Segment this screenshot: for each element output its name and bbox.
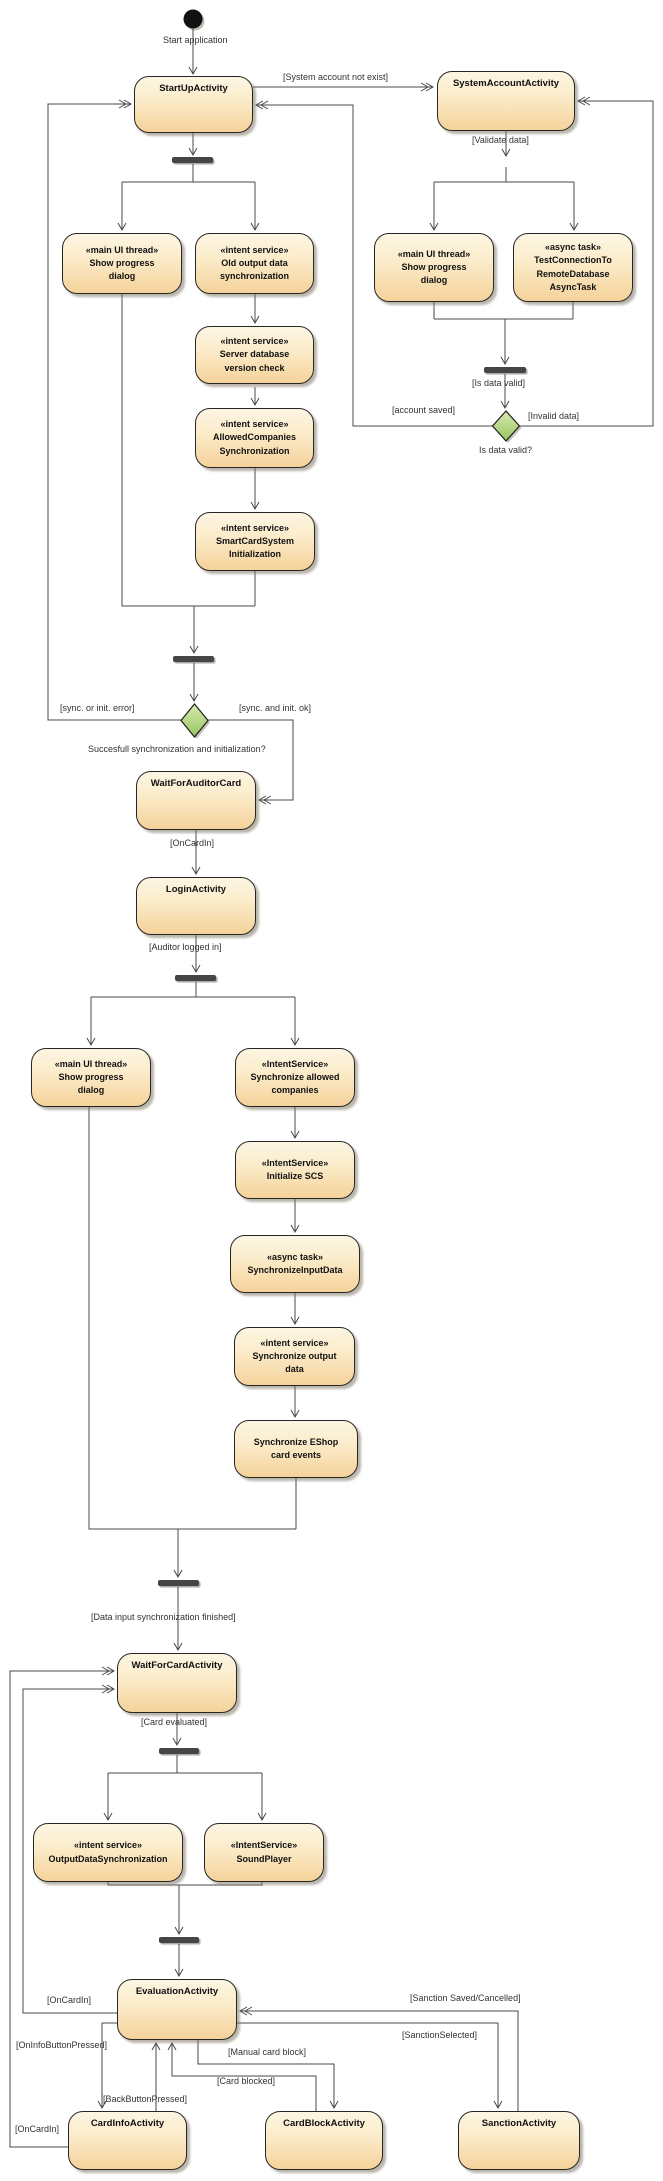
activity-name: Initialize SCS (266, 1171, 324, 1181)
fork-bar-card-evaluated (159, 1748, 199, 1754)
activity-node-old-output-sync: «intent service» Old output data synchro… (195, 233, 314, 294)
stereotype-label: «async task» (266, 1251, 324, 1262)
activity-node-system-account: SystemAccountActivity (437, 71, 575, 131)
activity-name: Server database version check (219, 349, 290, 373)
edge-label-on-info-button-pressed: [OnInfoButtonPressed] (16, 2040, 108, 2050)
join-bar-startup-branches (173, 656, 214, 662)
edge-label-sync-and-init-ok: [sync. and init. ok] (239, 703, 312, 713)
activity-node-wait-for-auditor-card: WaitForAuditorCard (136, 771, 256, 830)
edge-lines (9, 28, 654, 2148)
activity-node-wait-for-card: WaitForCardActivity (117, 1653, 237, 1713)
stereotype-label: «IntentService» (261, 1157, 329, 1168)
activity-name: CardInfoActivity (90, 2118, 165, 2129)
activity-name: Synchronize output data (252, 1350, 337, 1375)
decision-question-sync-ok: Succesfull synchronization and initializ… (88, 744, 266, 754)
activity-node-show-progress-1: «main UI thread» Show progress dialog (62, 233, 182, 294)
stereotype-label: «IntentService» (261, 1058, 329, 1069)
activity-node-initialize-scs: «IntentService» Initialize SCS (235, 1141, 355, 1199)
join-bar-system-account (484, 367, 526, 373)
edge-label-back-button-pressed: [BackButtonPressed] (103, 2094, 188, 2104)
edge-label-auditor-logged-in: [Auditor logged in] (149, 942, 222, 952)
stereotype-label: «main UI thread» (54, 1058, 128, 1069)
edge-label-card-evaluated: [Card evaluated] (141, 1717, 208, 1727)
activity-name: LoginActivity (165, 884, 227, 895)
activity-node-show-progress-2: «main UI thread» Show progress dialog (374, 233, 494, 302)
stereotype-label: «IntentService» (230, 1840, 298, 1851)
stereotype-label: «intent service» (220, 336, 289, 347)
activity-node-login: LoginActivity (136, 877, 256, 935)
activity-node-soundplayer: «IntentService» SoundPlayer (204, 1823, 324, 1882)
activity-node-sanction: SanctionActivity (458, 2111, 580, 2170)
activity-name: Old output data synchronization (219, 257, 289, 282)
stereotype-label: «main UI thread» (397, 248, 471, 259)
activity-name: Synchronize EShop card events (253, 1436, 339, 1460)
activity-node-output-data-synchronization: «intent service» OutputDataSynchronizati… (33, 1823, 183, 1882)
activity-name: StartUpActivity (159, 83, 228, 94)
activity-name: Show progress dialog (58, 1071, 124, 1096)
edge-label-card-blocked: [Card blocked] (217, 2076, 276, 2086)
activity-node-card-info: CardInfoActivity (68, 2111, 187, 2170)
initial-node (183, 9, 203, 29)
decision-diamond-is-data-valid (491, 410, 522, 443)
edge-label-on-card-in-1: [OnCardIn] (170, 838, 215, 848)
activity-node-synchronize-input-data: «async task» SynchronizeInputData (230, 1235, 360, 1293)
stereotype-label: «intent service» (260, 1337, 329, 1348)
edge-label-sanction-saved-cancelled: [Sanction Saved/Cancelled] (410, 1993, 521, 2003)
activity-name: Synchronize allowed companies (250, 1071, 340, 1096)
activity-name: WaitForCardActivity (131, 1660, 223, 1671)
edge-label-invalid-data: [Invalid data] (528, 411, 580, 421)
decision-question-is-data-valid: Is data valid? (479, 445, 533, 455)
activity-node-evaluation: EvaluationActivity (117, 1979, 237, 2040)
edge-label-is-data-valid: [Is data valid] (472, 378, 526, 388)
edge-label-sanction-selected: [SanctionSelected] (402, 2030, 478, 2040)
stereotype-label: «intent service» (220, 419, 289, 430)
activity-node-allowed-companies: «intent service» AllowedCompanies Synchr… (195, 408, 314, 468)
edge-label-on-card-in-2: [OnCardIn] (47, 1995, 92, 2005)
edge-label-system-account-not-exist: [System account not exist] (283, 72, 389, 82)
stereotype-label: «intent service» (220, 244, 289, 255)
edge-label-validate-data: [Validate data] (472, 135, 529, 145)
stereotype-label: «intent service» (220, 522, 290, 533)
stereotype-label: «main UI thread» (85, 244, 159, 255)
fork-bar-login (175, 975, 216, 981)
edge-label-manual-card-block: [Manual card block] (228, 2047, 307, 2057)
activity-name: SmartCardSystem Initialization (215, 535, 295, 560)
join-bar-input-sync (158, 1580, 199, 1586)
edge-label-account-saved: [account saved] (392, 405, 456, 415)
stereotype-label: «intent service» (73, 1840, 143, 1851)
activity-name: SystemAccountActivity (452, 78, 560, 89)
activity-name: SoundPlayer (236, 1853, 292, 1864)
activity-name: Show progress dialog (401, 261, 467, 286)
activity-name: AllowedCompanies Synchronization (212, 432, 296, 456)
stereotype-label: «async task» (544, 242, 602, 253)
activity-node-show-progress-3: «main UI thread» Show progress dialog (31, 1048, 151, 1107)
activity-node-server-db-check: «intent service» Server database version… (195, 326, 314, 384)
activity-name: SanctionActivity (481, 2118, 557, 2129)
activity-name: CardBlockActivity (283, 2118, 365, 2129)
activity-name: OutputDataSynchronization (48, 1853, 168, 1864)
edge-label-data-input-sync-finished: [Data input synchronization finished] (91, 1612, 236, 1622)
join-bar-evaluation (159, 1937, 199, 1943)
activity-node-startup: StartUpActivity (134, 76, 253, 133)
activity-name: WaitForAuditorCard (150, 778, 242, 789)
activity-name: Show progress dialog (89, 257, 155, 282)
activity-node-sync-allowed-companies: «IntentService» Synchronize allowed comp… (235, 1048, 355, 1107)
activity-name: SynchronizeInputData (247, 1265, 343, 1275)
activity-node-card-block: CardBlockActivity (265, 2111, 383, 2170)
activity-name: TestConnectionTo RemoteDatabase AsyncTas… (534, 255, 612, 292)
activity-node-smartcard-init: «intent service» SmartCardSystem Initial… (195, 512, 315, 571)
edge-label-on-card-in-3: [OnCardIn] (15, 2124, 60, 2134)
decision-diamond-sync-ok (180, 703, 210, 739)
activity-node-synchronize-output-data: «intent service» Synchronize output data (234, 1327, 355, 1386)
activity-node-sync-eshop-card-events: Synchronize EShop card events (234, 1420, 358, 1478)
edge-label-start-application: Start application (163, 35, 228, 45)
activity-name: EvaluationActivity (135, 1986, 219, 1997)
fork-bar-startup (172, 157, 213, 163)
activity-node-test-connection: «async task» TestConnectionTo RemoteData… (513, 233, 633, 302)
edge-label-sync-or-init-error: [sync. or init. error] (60, 703, 135, 713)
